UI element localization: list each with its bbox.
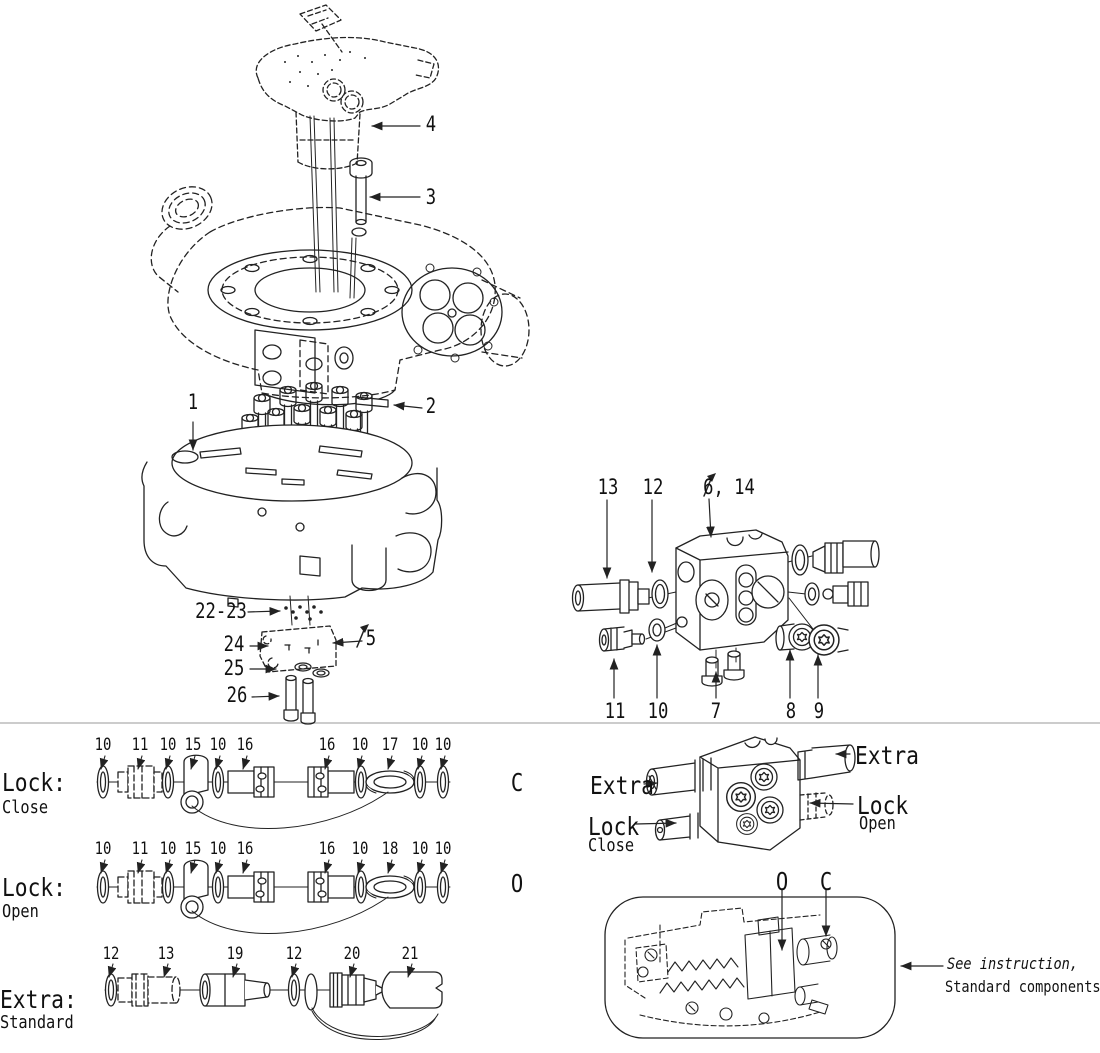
housing-flange-drawing bbox=[207, 249, 413, 331]
instruction-leaders bbox=[777, 888, 944, 971]
row1-num: 17 bbox=[381, 735, 399, 755]
callout-6-14: 6, 14 bbox=[703, 475, 755, 499]
callout-13: 13 bbox=[597, 475, 619, 499]
row2-num: 10 bbox=[411, 839, 429, 859]
callout-7: 7 bbox=[710, 699, 722, 723]
row1-num: 16 bbox=[318, 735, 336, 755]
label-extra-right: Extra bbox=[855, 741, 919, 770]
connector-block-drawing bbox=[645, 736, 856, 851]
row1-letter-c: C bbox=[510, 768, 524, 797]
row1-num: 10 bbox=[351, 735, 369, 755]
row-extra-standard-drawing bbox=[104, 971, 443, 1040]
callout-24: 24 bbox=[223, 632, 245, 656]
callout-9: 9 bbox=[813, 699, 825, 723]
pilot-block-drawing bbox=[259, 595, 337, 725]
label-extra-left: Extra bbox=[590, 771, 654, 800]
callout-11: 11 bbox=[604, 699, 626, 723]
row2-num: 16 bbox=[236, 839, 254, 859]
row2-num: 16 bbox=[318, 839, 336, 859]
row-lock-open-subtitle: Open bbox=[2, 901, 39, 922]
row3-num: 12 bbox=[102, 944, 120, 964]
row-number-arrows bbox=[99, 755, 449, 978]
row2-num: 10 bbox=[159, 839, 177, 859]
row2-num: 15 bbox=[184, 839, 202, 859]
row3-num: 20 bbox=[343, 944, 361, 964]
row1-num: 16 bbox=[236, 735, 254, 755]
callout-3: 3 bbox=[425, 185, 437, 209]
row-lock-close-title: Lock: bbox=[2, 768, 66, 797]
row1-num: 11 bbox=[131, 735, 149, 755]
instruction-note-line1: See instruction, bbox=[947, 954, 1079, 973]
callout-4: 4 bbox=[425, 112, 437, 136]
callout-5: 5 bbox=[365, 626, 377, 650]
rotator-housing-drawing bbox=[150, 186, 496, 399]
row2-num: 10 bbox=[209, 839, 227, 859]
row-lock-open-drawing bbox=[96, 859, 451, 934]
callout-10: 10 bbox=[647, 699, 669, 723]
row3-num: 19 bbox=[226, 944, 244, 964]
row2-letter-o: O bbox=[510, 869, 524, 898]
row-lock-open-title: Lock: bbox=[2, 873, 66, 902]
callout-26: 26 bbox=[226, 683, 248, 707]
instruction-note-line2: Standard components bbox=[945, 977, 1100, 996]
row1-num: 10 bbox=[94, 735, 112, 755]
row3-num: 12 bbox=[285, 944, 303, 964]
instruction-letter-o: O bbox=[775, 867, 789, 896]
callout-8: 8 bbox=[785, 699, 797, 723]
callout-1: 1 bbox=[187, 390, 199, 414]
row-lock-close-drawing bbox=[96, 754, 451, 829]
row2-num: 10 bbox=[94, 839, 112, 859]
callout-leaders bbox=[188, 121, 823, 701]
instruction-box-drawing bbox=[604, 896, 896, 1039]
row1-num: 10 bbox=[159, 735, 177, 755]
connector-block-leaders bbox=[635, 749, 854, 828]
row2-num: 10 bbox=[351, 839, 369, 859]
callout-2: 2 bbox=[425, 394, 437, 418]
bolt-part3-drawing bbox=[309, 115, 373, 299]
valve-block-exploded-drawing bbox=[571, 529, 880, 687]
row2-num: 18 bbox=[381, 839, 399, 859]
row3-num: 21 bbox=[401, 944, 419, 964]
callout-22-23: 22-23 bbox=[195, 599, 247, 623]
callout-12: 12 bbox=[642, 475, 664, 499]
row1-num: 10 bbox=[434, 735, 452, 755]
row1-num: 10 bbox=[411, 735, 429, 755]
rotator-head-drawing bbox=[255, 4, 440, 170]
row2-num: 11 bbox=[131, 839, 149, 859]
sealant-tick-icon bbox=[356, 473, 716, 648]
base-assembly-drawing bbox=[141, 381, 443, 608]
row-extra-title: Extra: bbox=[0, 985, 77, 1014]
callout-25: 25 bbox=[223, 656, 245, 680]
label-lock-right: Lock bbox=[857, 791, 909, 820]
row-extra-subtitle: Standard bbox=[0, 1012, 74, 1033]
instruction-letter-c: C bbox=[819, 867, 833, 896]
row1-num: 10 bbox=[209, 735, 227, 755]
label-lock-left-sub: Close bbox=[588, 835, 635, 856]
label-lock-left: Lock bbox=[588, 812, 640, 841]
housing-motor-drawing bbox=[254, 263, 530, 406]
row1-num: 15 bbox=[184, 735, 202, 755]
label-lock-right-sub: Open bbox=[859, 813, 896, 834]
row2-num: 10 bbox=[434, 839, 452, 859]
row3-num: 13 bbox=[157, 944, 175, 964]
row-lock-close-subtitle: Close bbox=[2, 797, 49, 818]
